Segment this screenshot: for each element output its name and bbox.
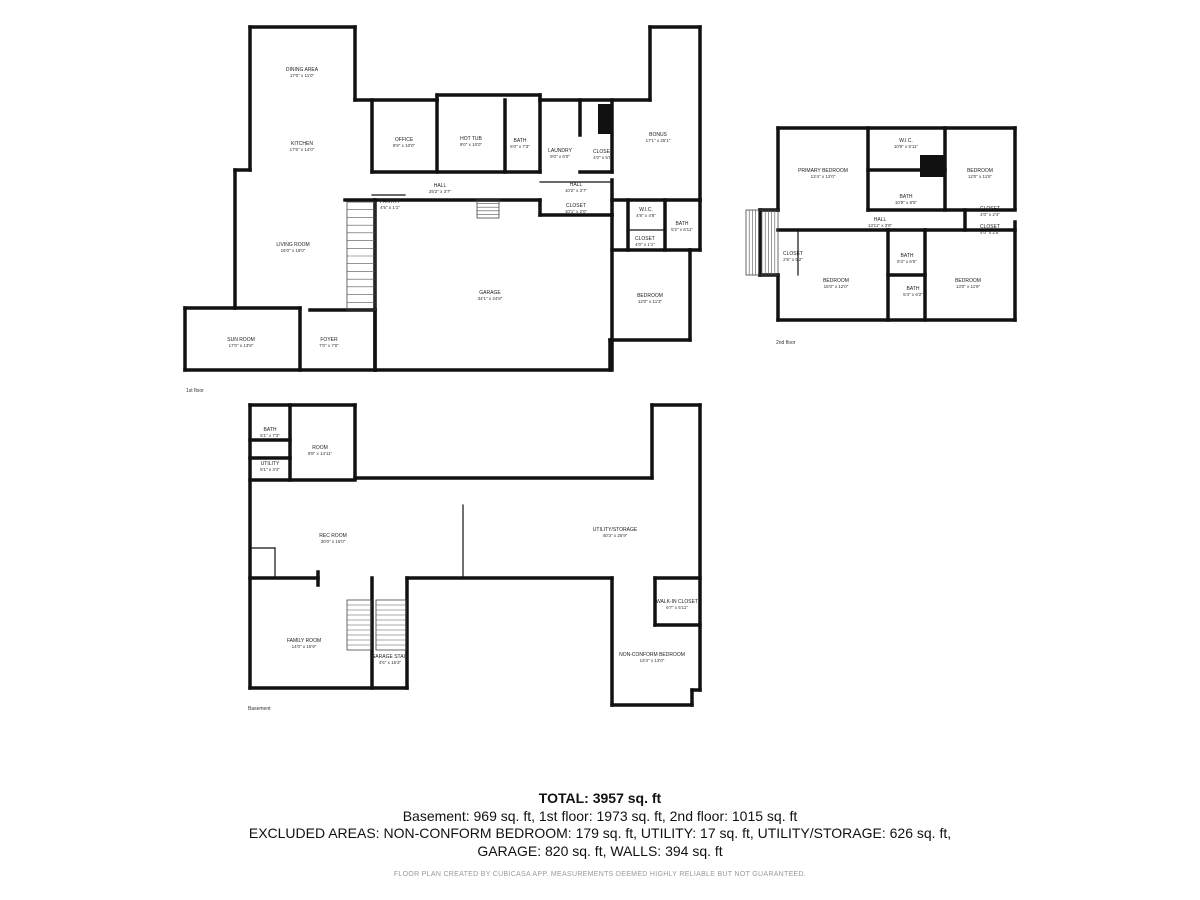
- room-dims-closet5: 4'0" x 2'5": [980, 230, 1000, 235]
- room-dims-nonconform: 13'4" x 13'0": [640, 658, 665, 663]
- room-name-bath1: BATH: [514, 138, 527, 144]
- stairs: [346, 199, 779, 651]
- room-name-nonconform: NON-CONFORM BEDROOM: [619, 652, 685, 658]
- room-dims-wic2: 10'9" x 5'11": [894, 144, 919, 149]
- room-name-closet6: CLOSET: [783, 251, 803, 257]
- total-area: TOTAL: 3957 sq. ft: [538, 790, 662, 806]
- room-dims-recroom: 30'0" x 15'0": [321, 539, 346, 544]
- room-name-closet3: CLOSET: [635, 236, 655, 242]
- room-name-wic1: W.I.C.: [639, 207, 653, 213]
- room-name-wic2: W.I.C.: [899, 138, 913, 144]
- room-name-foyer: FOYER: [320, 337, 338, 343]
- room-name-hall1: HALL: [434, 183, 447, 189]
- room-name-kitchen: KITCHEN: [291, 141, 313, 147]
- room-dims-bedroom2: 12'0" x 11'5": [968, 174, 993, 179]
- room-dims-bath3: 10'9" x 5'5": [895, 200, 918, 205]
- room-name-office: OFFICE: [395, 137, 414, 143]
- room-dims-office: 9'9" x 10'0": [393, 143, 416, 148]
- room-name-bath5: BATH: [907, 286, 920, 292]
- room-name-bedroom4: BEDROOM: [955, 278, 981, 284]
- room-dims-hall1: 25'2" x 3'7": [429, 189, 452, 194]
- stair-outline: [476, 199, 500, 219]
- room-name-bath6: BATH: [264, 427, 277, 433]
- room-name-bath3: BATH: [900, 194, 913, 200]
- room-name-recroom: REC ROOM: [319, 533, 347, 539]
- room-dims-bath1: 5'0" x 7'3": [510, 144, 530, 149]
- room-dims-closet1: 4'0" x 5'0": [593, 155, 613, 160]
- room-name-hall2: HALL: [570, 182, 583, 188]
- room-dims-bath2: 5'2" x 6'11": [671, 227, 693, 232]
- room-dims-wic1: 4'8" x 4'8": [636, 213, 656, 218]
- room-dims-bath4: 5'4" x 6'5": [897, 259, 917, 264]
- room-dims-closet3: 4'0" x 1'1": [635, 242, 655, 247]
- room-dims-bath6: 5'1" x 7'3": [260, 433, 280, 438]
- floor-label-second: 2nd floor: [776, 340, 796, 346]
- excluded-areas: EXCLUDED AREAS: NON-CONFORM BEDROOM: 179…: [248, 825, 952, 841]
- room-name-bath2: BATH: [676, 221, 689, 227]
- room-name-garagestair: GARAGE STAIR: [371, 654, 409, 660]
- room-dims-hall3: 13'11" x 3'9": [868, 223, 893, 228]
- room-name-living: LIVING ROOM: [276, 242, 309, 248]
- room-dims-wic3: 6'7" x 5'11": [666, 605, 688, 610]
- room-dims-garagestair: 4'6" x 16'3": [379, 660, 402, 665]
- room-dims-utility: 5'1" x 3'4": [260, 467, 280, 472]
- room-name-dining: DINING AREA: [286, 67, 319, 73]
- room-dims-storage: 40'3" x 25'9": [603, 533, 628, 538]
- room-name-bedroom2: BEDROOM: [967, 168, 993, 174]
- room-dims-bedroom4: 13'0" x 11'9": [956, 284, 981, 289]
- room-name-room: ROOM: [312, 445, 328, 451]
- room-name-hottub: HOT TUB: [460, 136, 482, 142]
- room-dims-laundry: 9'0" x 6'0": [550, 154, 570, 159]
- room-name-closet4: CLOSET: [980, 206, 1000, 212]
- room-name-wic3: WALK-IN CLOSET: [656, 599, 698, 605]
- floor-label-basement: Basement: [248, 706, 271, 712]
- room-name-family: FAMILY ROOM: [287, 638, 321, 644]
- room-dims-closet4: 4'0" x 2'4": [980, 212, 1000, 217]
- room-dims-kitchen: 17'6" x 14'0": [290, 147, 315, 152]
- room-dims-dining: 17'0" x 11'0": [290, 73, 315, 78]
- room-name-hall3: HALL: [874, 217, 887, 223]
- room-dims-family: 14'0" x 16'9": [292, 644, 317, 649]
- floor-label-first: 1st floor: [186, 388, 204, 394]
- room-name-garage: GARAGE: [479, 290, 501, 296]
- walls: [183, 25, 1017, 707]
- room-name-sunroom: SUN ROOM: [227, 337, 255, 343]
- room-name-bedroom1: BEDROOM: [637, 293, 663, 299]
- room-dims-pantry: 4'5" x 1'1": [380, 205, 400, 210]
- excluded-areas-continued: GARAGE: 820 sq. ft, WALLS: 394 sq. ft: [477, 843, 723, 859]
- room-dims-bedroom1: 12'0" x 11'3": [638, 299, 663, 304]
- room-dims-hottub: 9'0" x 10'0": [460, 142, 483, 147]
- floor-areas: Basement: 969 sq. ft, 1st floor: 1973 sq…: [402, 808, 798, 824]
- room-name-storage: UTILITY/STORAGE: [593, 527, 638, 533]
- room-dims-hall2: 10'2" x 3'7": [565, 188, 588, 193]
- room-dims-room: 9'8" x 14'11": [308, 451, 333, 456]
- room-dims-bonus: 17'1" x 25'1": [646, 138, 671, 143]
- room-dims-closet2: 10'1" x 2'0": [565, 209, 588, 214]
- room-dims-closet6: 2'5" x 5'2": [783, 257, 803, 262]
- room-dims-living: 16'0" x 19'0": [281, 248, 306, 253]
- room-name-bath4: BATH: [901, 253, 914, 259]
- chimney-block: [598, 104, 612, 134]
- room-dims-primary: 13'4" x 12'0": [811, 174, 836, 179]
- room-name-closet2: CLOSET: [566, 203, 586, 209]
- room-name-pantry: PANTRY: [380, 199, 400, 205]
- room-dims-foyer: 7'0" x 7'0": [319, 343, 339, 348]
- room-name-bonus: BONUS: [649, 132, 667, 138]
- credit-note: FLOOR PLAN CREATED BY CUBICASA APP. MEAS…: [393, 871, 807, 878]
- chimney-block: [920, 155, 945, 177]
- room-dims-garage: 34'1" x 24'8": [478, 296, 503, 301]
- room-name-primary: PRIMARY BEDROOM: [798, 168, 848, 174]
- room-dims-bedroom3: 15'0" x 12'0": [824, 284, 849, 289]
- room-name-utility: UTILITY: [261, 461, 280, 467]
- room-name-laundry: LAUNDRY: [548, 148, 572, 154]
- room-dims-sunroom: 17'0" x 13'8": [229, 343, 254, 348]
- room-name-closet5: CLOSET: [980, 224, 1000, 230]
- room-name-closet1: CLOSET: [593, 149, 613, 155]
- room-dims-bath5: 5'4" x 6'2": [903, 292, 923, 297]
- room-name-bedroom3: BEDROOM: [823, 278, 849, 284]
